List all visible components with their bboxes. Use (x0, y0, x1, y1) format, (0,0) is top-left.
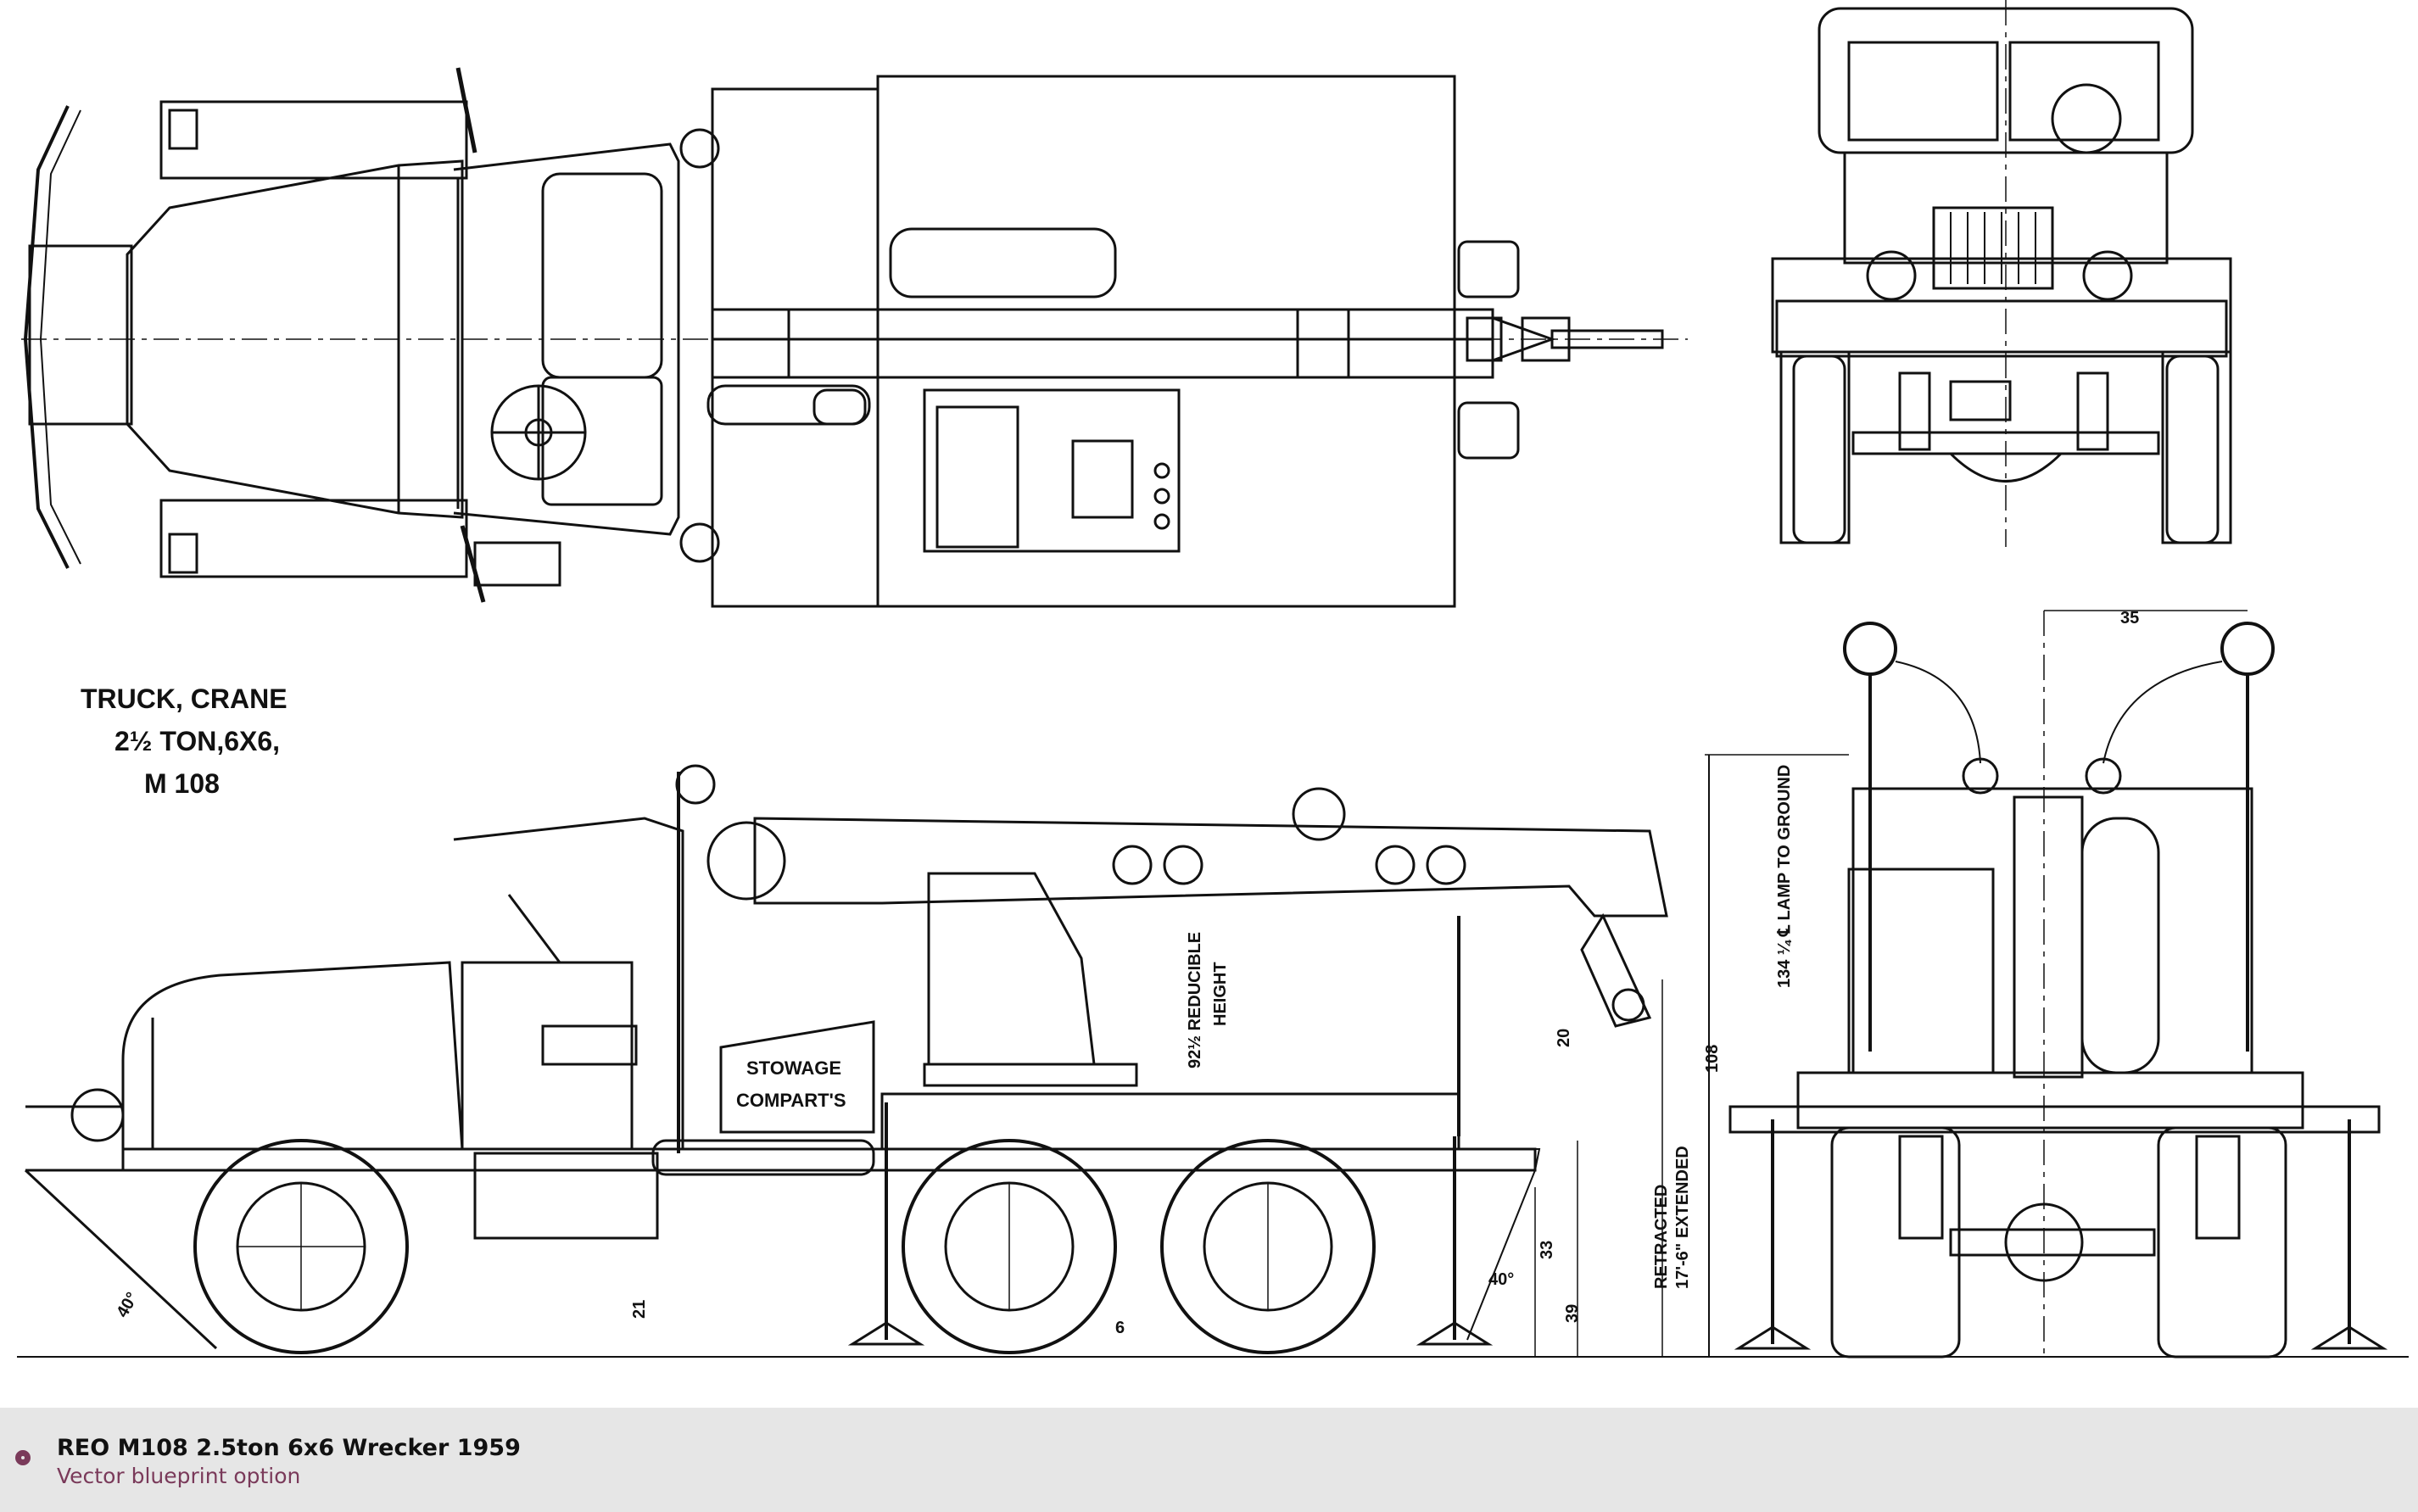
dim-boom-retracted: RETRACTED (1652, 1185, 1671, 1289)
footer-subtitle: Vector blueprint option (57, 1464, 301, 1488)
top-view (21, 67, 1688, 608)
side-view (17, 755, 1710, 1358)
dim-boom-extended: 17'-6" EXTENDED (1673, 1146, 1692, 1289)
caption-line-1: TRUCK, CRANE (81, 683, 288, 714)
stowage-label-2: COMPART'S (736, 1090, 846, 1111)
dim-35: 35 (2120, 609, 2139, 628)
stowage-label-1: STOWAGE (746, 1057, 841, 1079)
angle-front: 40° (113, 1289, 142, 1320)
dim-overall-height: 108 (1703, 1045, 1722, 1073)
front-view (1771, 0, 2232, 547)
rear-view (1692, 610, 2409, 1359)
caption-footer: REO M108 2.5ton 6x6 Wrecker 1959 Vector … (0, 1408, 2418, 1512)
angle-rear: 40° (1488, 1270, 1514, 1289)
dim-lamp-to-ground: 134 ¼ ℄ LAMP TO GROUND (1775, 765, 1794, 988)
footer-title: REO M108 2.5ton 6x6 Wrecker 1959 (57, 1435, 521, 1461)
circle-bullet-icon (15, 1450, 31, 1465)
dim-6: 6 (1115, 1319, 1125, 1337)
dim-21: 21 (630, 1300, 649, 1319)
blueprint-drawing: TRUCK, CRANE 2½ TON,6X6, M 108 STOWAGE C… (17, 0, 2409, 1359)
caption-line-2: 2½ TON,6X6, (114, 726, 280, 756)
dim-height: HEIGHT (1211, 962, 1230, 1026)
dim-33: 33 (1538, 1241, 1556, 1259)
dim-reducible-height: 92½ REDUCIBLE (1186, 932, 1204, 1068)
dim-20: 20 (1555, 1029, 1573, 1047)
dim-39: 39 (1563, 1304, 1582, 1323)
caption-line-3: M 108 (144, 768, 220, 799)
